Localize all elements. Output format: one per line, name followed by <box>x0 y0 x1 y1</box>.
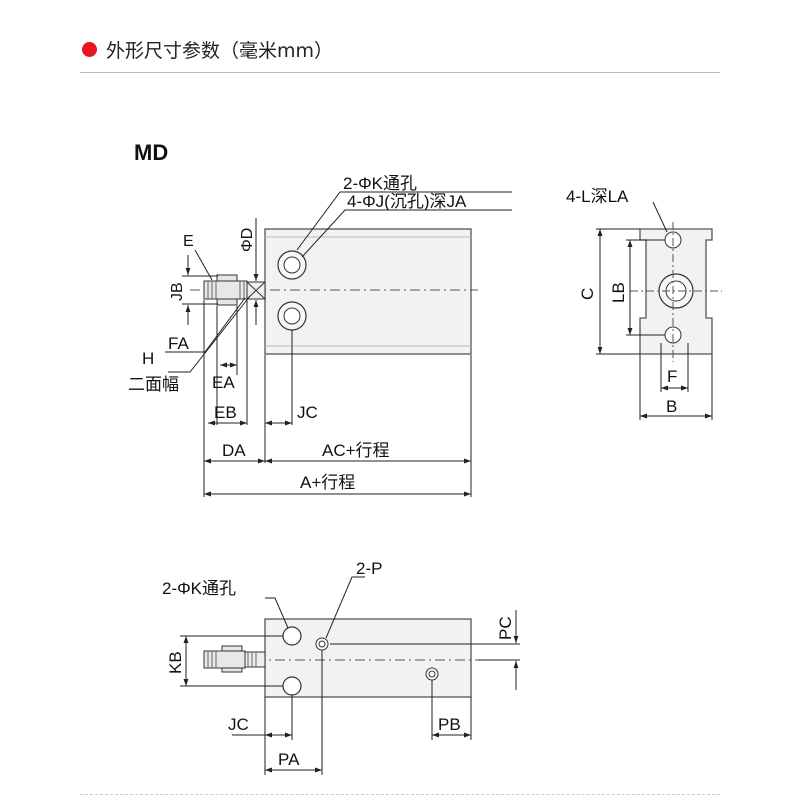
front-fa-label: FA <box>168 334 189 353</box>
front-da-label: DA <box>222 441 246 460</box>
front-e-label: E <box>183 233 194 250</box>
bottom-pc-label: PC <box>496 616 515 640</box>
section-title: 外形尺寸参数（毫米mm） <box>106 40 334 62</box>
bottom-jc-label: JC <box>228 715 249 734</box>
front-view <box>165 191 512 497</box>
bottom-k-hole-top <box>282 626 302 646</box>
front-threaded-end <box>203 280 248 300</box>
side-b-label: B <box>666 397 677 416</box>
bottom-pb-label: PB <box>438 715 461 734</box>
bottom-kb-label: KB <box>166 651 185 674</box>
bottom-p-port-1 <box>315 637 329 651</box>
bottom-divider <box>80 794 720 795</box>
side-l-tapped-label: 4-L深LA <box>566 187 629 206</box>
front-ac-label: AC+行程 <box>322 441 390 460</box>
front-ea-label: EA <box>212 373 235 392</box>
front-flats-label: 二面幅 <box>128 375 179 394</box>
front-hole-bottom <box>277 301 307 331</box>
front-view-labels: 2-ΦK通孔 4-ΦJ(沉孔)深JA ΦD E JB FA H 二面幅 EA E… <box>128 174 467 492</box>
front-a-label: A+行程 <box>300 473 355 492</box>
model-label: MD <box>134 140 169 165</box>
side-view <box>596 201 722 420</box>
bottom-view <box>180 576 520 775</box>
header-divider <box>80 72 720 73</box>
front-jc-label: JC <box>297 403 318 422</box>
bottom-threaded-end <box>203 650 246 669</box>
bottom-pa-label: PA <box>278 750 300 769</box>
front-eb-label: EB <box>214 403 237 422</box>
red-bullet-icon <box>82 42 97 57</box>
bottom-k-hole-bottom <box>282 676 302 696</box>
front-jb-label: JB <box>169 282 186 301</box>
front-j-counterbore-label: 4-ΦJ(沉孔)深JA <box>347 192 467 211</box>
front-h-label: H <box>142 349 154 368</box>
bottom-k-holes-label: 2-ΦK通孔 <box>162 579 236 598</box>
front-hole-top <box>277 250 307 280</box>
front-cylinder-body <box>264 228 472 355</box>
side-lb-label: LB <box>609 282 628 303</box>
bottom-view-labels: 2-ΦK通孔 2-P PC KB JC PB PA <box>162 559 515 769</box>
section-header: 外形尺寸参数（毫米mm） <box>80 34 720 74</box>
front-d-label: ΦD <box>239 228 256 252</box>
bottom-p-port-2 <box>425 667 439 681</box>
bottom-p-holes-label: 2-P <box>356 559 382 578</box>
side-view-labels: 4-L深LA C LB F B <box>566 187 677 416</box>
side-f-label: F <box>667 367 677 386</box>
side-c-label: C <box>578 288 597 300</box>
front-k-holes-label: 2-ΦK通孔 <box>343 174 417 193</box>
